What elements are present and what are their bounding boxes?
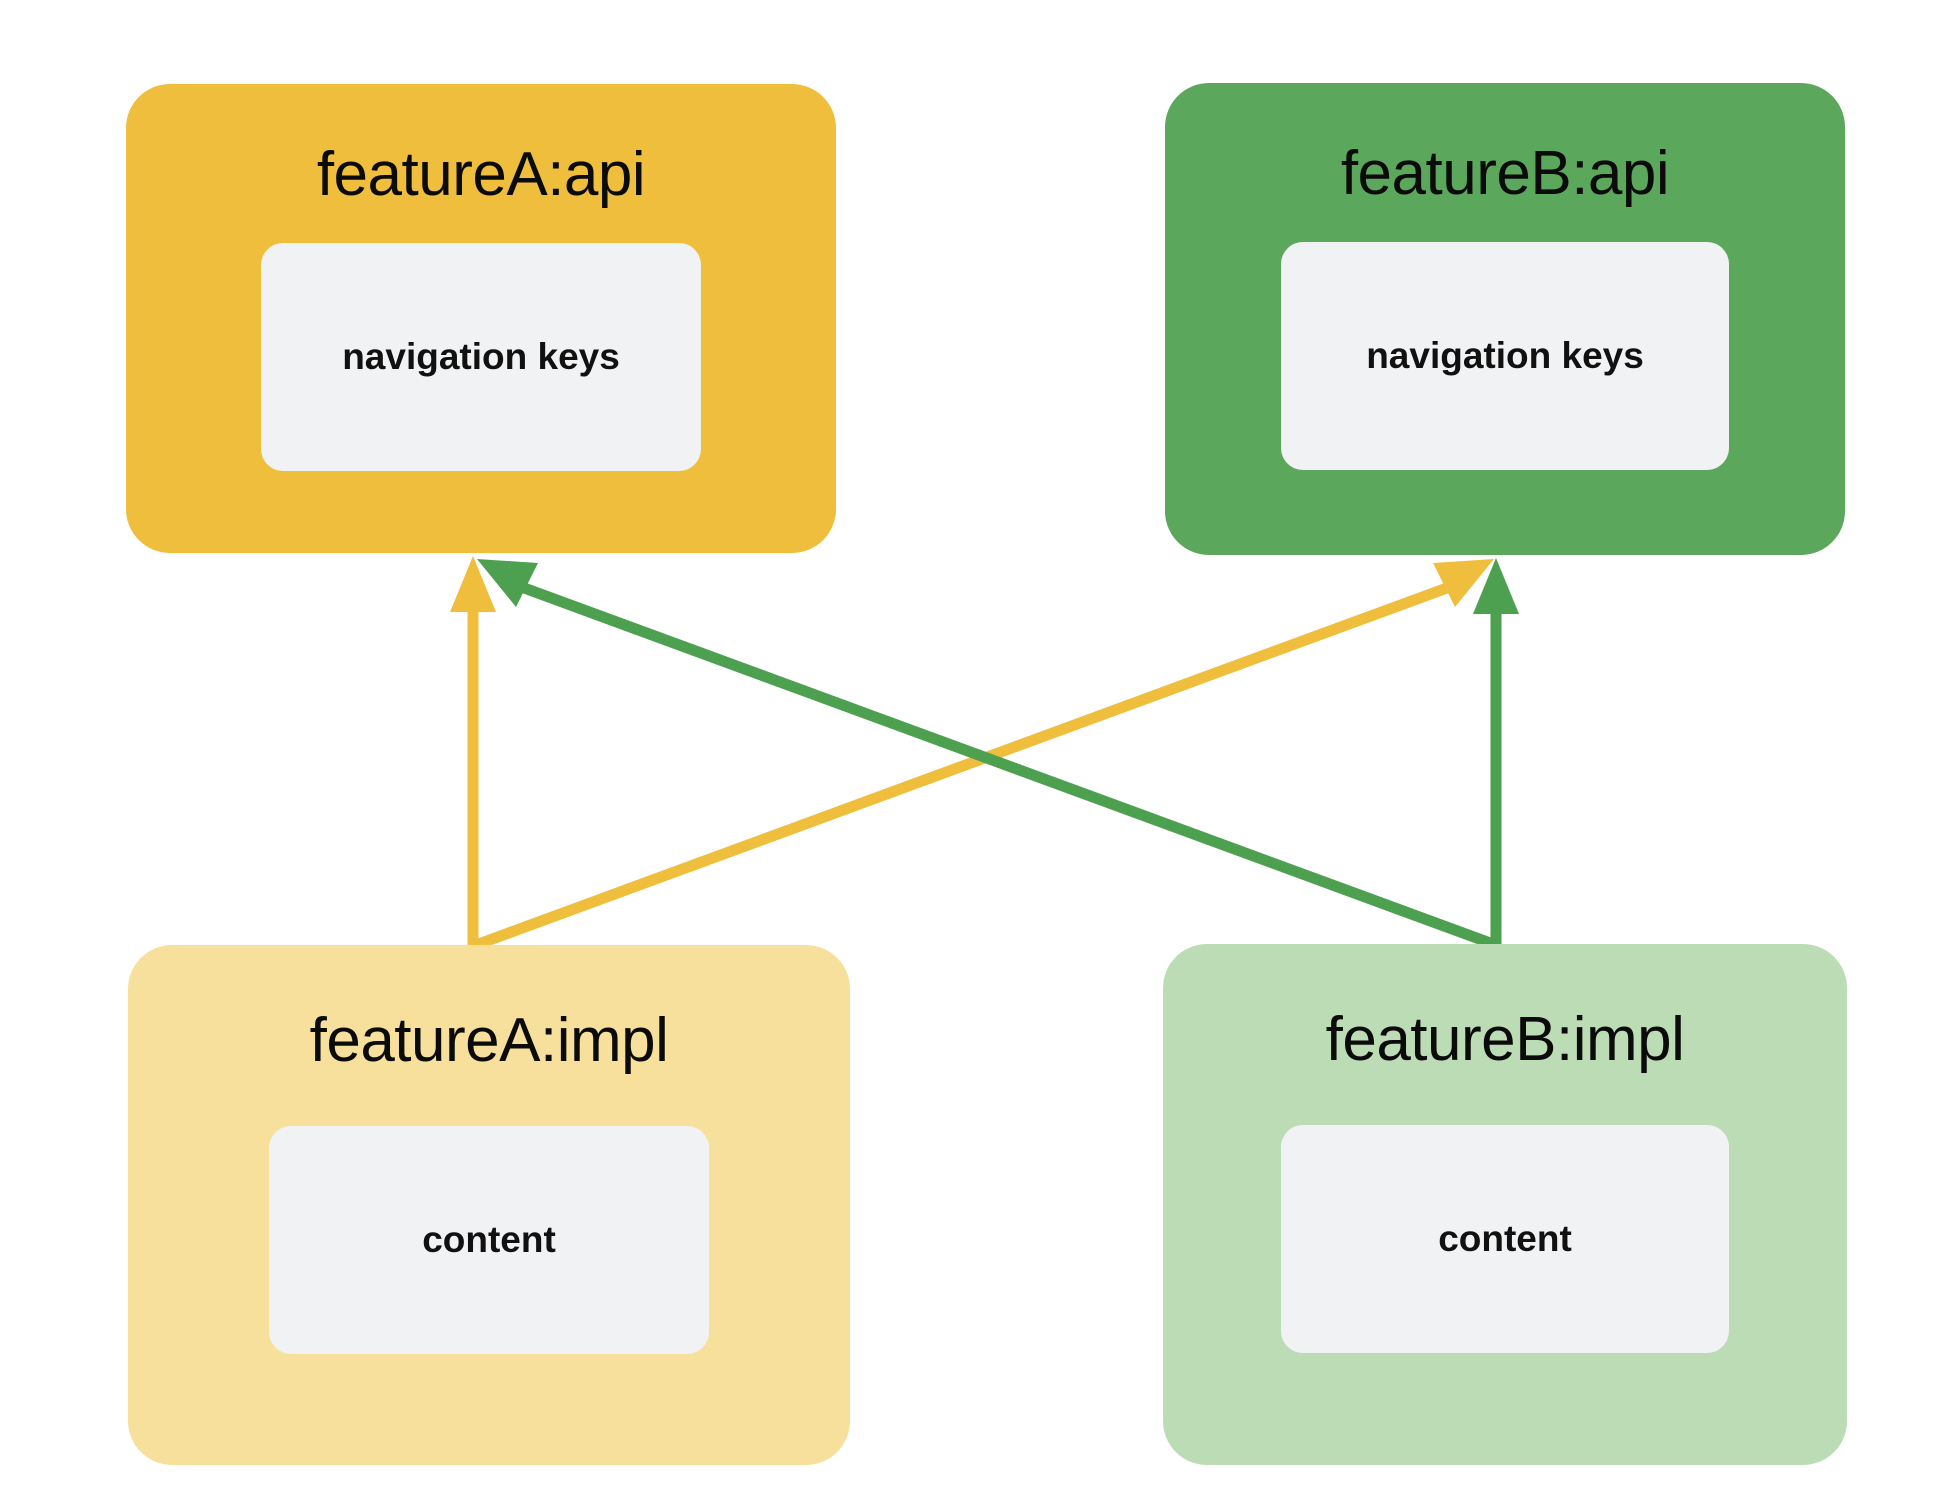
node-featurea-impl-chip[interactable]: content bbox=[269, 1126, 709, 1354]
node-featureb-impl-title: featureB:impl bbox=[1325, 1005, 1685, 1074]
node-featureb-impl[interactable]: featureB:impl content bbox=[1163, 944, 1847, 1465]
node-featurea-impl-title: featureA:impl bbox=[309, 1006, 669, 1075]
node-featureb-api-title: featureB:api bbox=[1340, 139, 1670, 208]
edge-implB-to-apiB bbox=[1473, 558, 1519, 946]
node-featurea-api[interactable]: featureA:api navigation keys bbox=[126, 84, 836, 553]
edge-implB-to-apiA bbox=[477, 559, 1495, 950]
edge-implA-to-apiA bbox=[450, 556, 496, 947]
node-featureb-api[interactable]: featureB:api navigation keys bbox=[1165, 83, 1845, 555]
edge-implA-to-apiB bbox=[474, 559, 1494, 951]
node-featurea-impl[interactable]: featureA:impl content bbox=[128, 945, 850, 1465]
node-featurea-api-chip[interactable]: navigation keys bbox=[261, 243, 701, 471]
node-featurea-api-title: featureA:api bbox=[316, 140, 646, 209]
node-featureb-api-chip[interactable]: navigation keys bbox=[1281, 242, 1729, 470]
node-featureb-impl-chip[interactable]: content bbox=[1281, 1125, 1729, 1353]
